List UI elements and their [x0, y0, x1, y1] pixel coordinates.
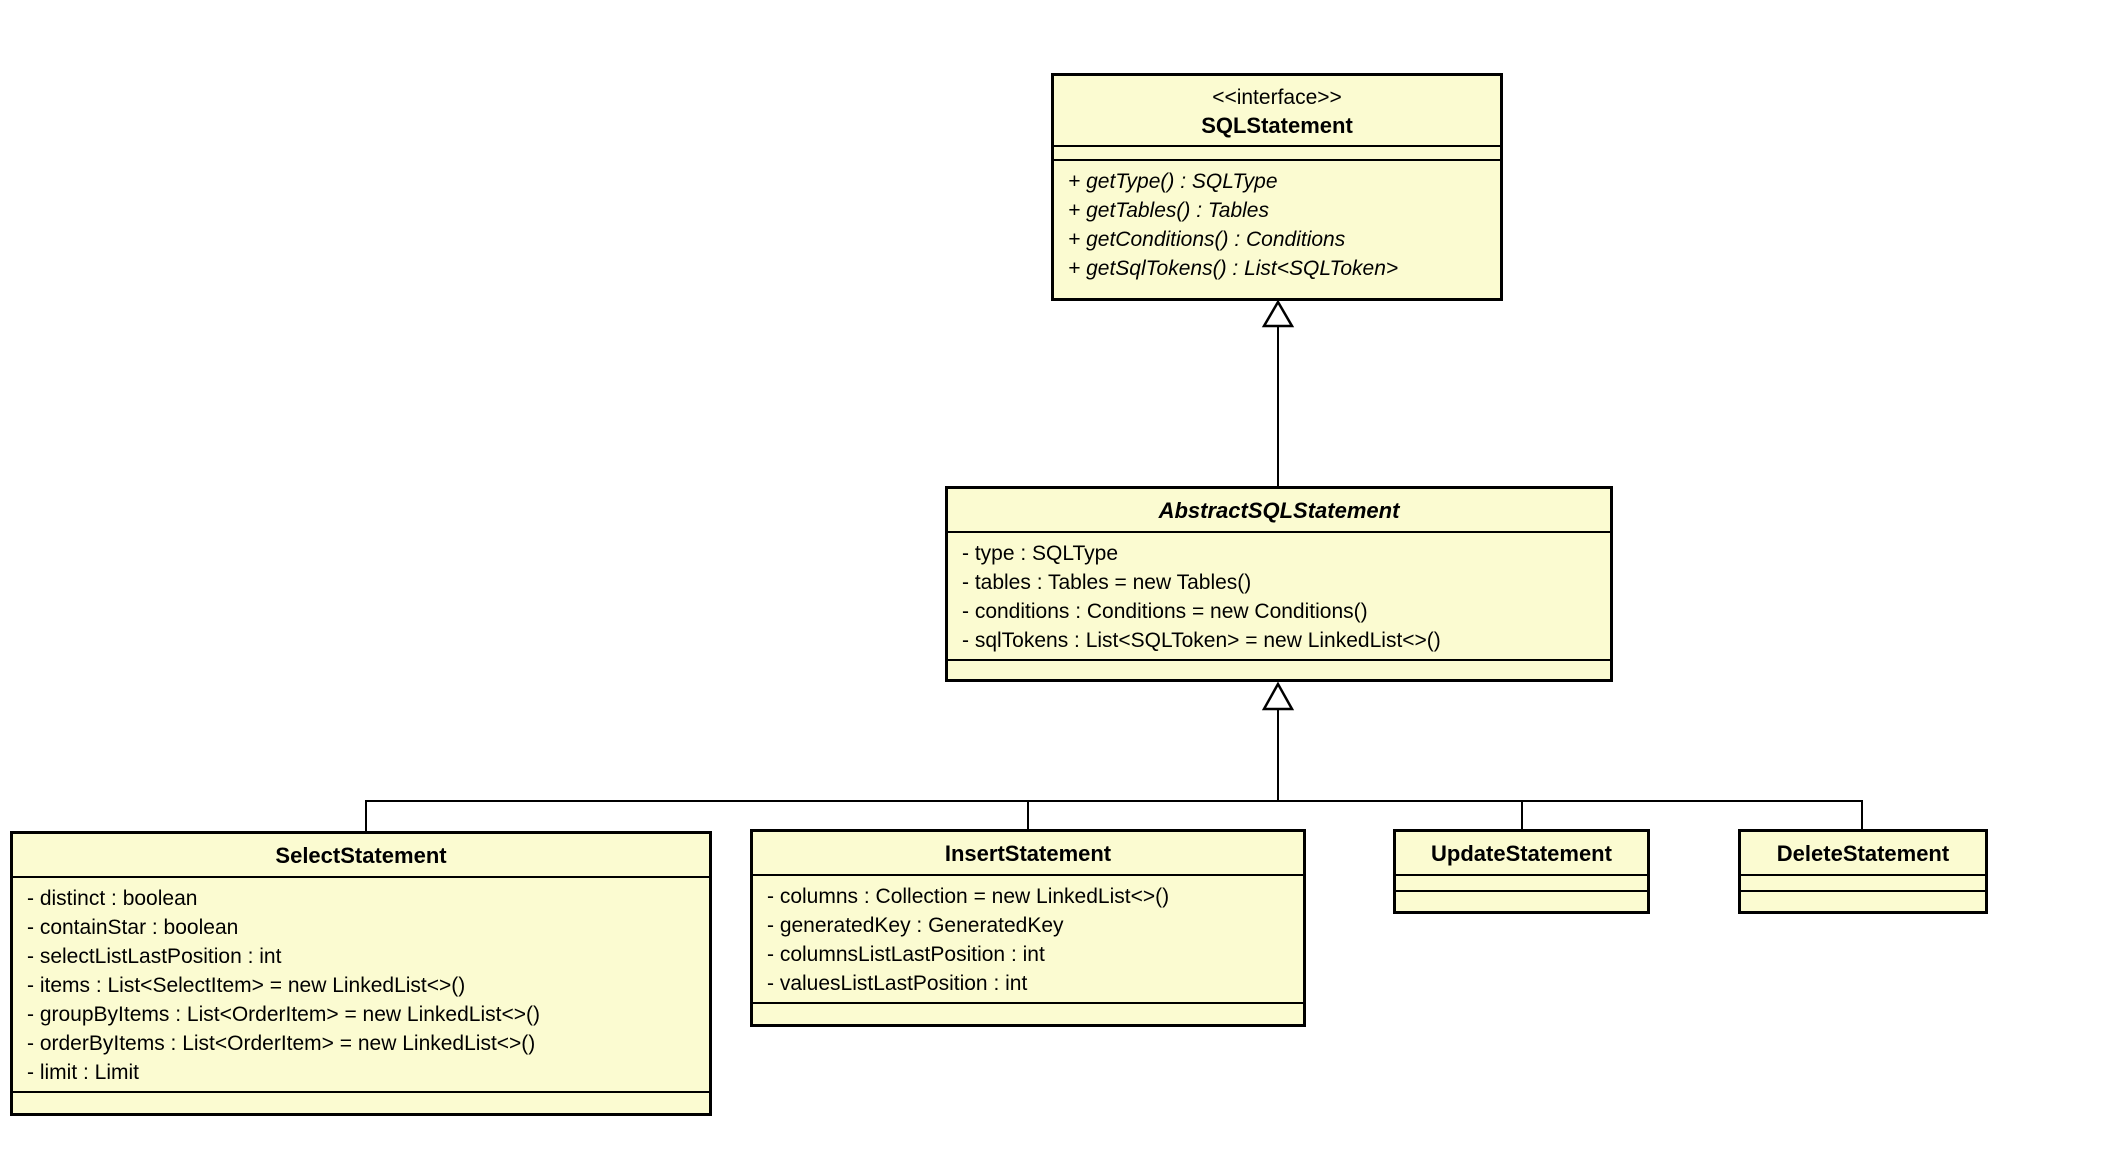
fields-compartment: - type : SQLType - tables : Tables = new… — [948, 531, 1610, 659]
class-header-sqlstatement: <<interface>> SQLStatement — [1054, 76, 1500, 145]
generalization-arrowhead-abstract — [1261, 681, 1295, 711]
class-name: DeleteStatement — [1776, 841, 1950, 866]
fields-compartment: - columns : Collection = new LinkedList<… — [753, 874, 1303, 1002]
class-name: AbstractSQLStatement — [1158, 498, 1400, 523]
class-field: - columns : Collection = new LinkedList<… — [767, 885, 1170, 908]
class-name: InsertStatement — [944, 841, 1112, 866]
methods-compartment-empty — [1741, 890, 1985, 911]
class-name: UpdateStatement — [1431, 841, 1612, 866]
stereotype-label: <<interface>> — [1212, 86, 1342, 109]
class-field: - groupByItems : List<OrderItem> = new L… — [27, 1003, 540, 1026]
fields-compartment: - distinct : boolean - containStar : boo… — [13, 876, 709, 1091]
class-method: + getConditions() : Conditions — [1068, 228, 1346, 251]
class-field: - selectListLastPosition : int — [27, 945, 282, 968]
class-box-insertstatement: InsertStatement - columns : Collection =… — [750, 829, 1306, 1027]
class-box-selectstatement: SelectStatement - distinct : boolean - c… — [10, 831, 712, 1116]
fields-compartment-empty — [1396, 874, 1647, 890]
fields-compartment-empty — [1741, 874, 1985, 890]
class-field: - items : List<SelectItem> = new LinkedL… — [27, 974, 466, 997]
class-field: - limit : Limit — [27, 1061, 139, 1084]
class-method: + getType() : SQLType — [1068, 170, 1278, 193]
class-name: SQLStatement — [1201, 113, 1353, 138]
class-box-deletestatement: DeleteStatement — [1738, 829, 1988, 914]
class-field: - sqlTokens : List<SQLToken> = new Linke… — [962, 629, 1441, 652]
class-box-abstractsqlstatement: AbstractSQLStatement - type : SQLType - … — [945, 486, 1613, 682]
class-field: - distinct : boolean — [27, 887, 198, 910]
methods-compartment-empty — [1396, 890, 1647, 911]
generalization-bus-line — [365, 800, 1863, 832]
class-field: - tables : Tables = new Tables() — [962, 571, 1252, 594]
methods-compartment: + getType() : SQLType + getTables() : Ta… — [1054, 159, 1500, 298]
class-method: + getSqlTokens() : List<SQLToken> — [1068, 257, 1399, 280]
class-field: - orderByItems : List<OrderItem> = new L… — [27, 1032, 536, 1055]
class-field: - conditions : Conditions = new Conditio… — [962, 600, 1368, 623]
methods-compartment-empty — [948, 659, 1610, 679]
class-name: SelectStatement — [275, 843, 447, 868]
methods-compartment-empty — [753, 1002, 1303, 1024]
class-box-updatestatement: UpdateStatement — [1393, 829, 1650, 914]
class-field: - type : SQLType — [962, 542, 1119, 565]
class-field: - containStar : boolean — [27, 916, 239, 939]
fields-compartment-empty — [1054, 145, 1500, 159]
generalization-arrowhead-interface — [1261, 299, 1295, 328]
class-field: - valuesListLastPosition : int — [767, 972, 1028, 995]
class-method: + getTables() : Tables — [1068, 199, 1269, 222]
methods-compartment-empty — [13, 1091, 709, 1113]
class-field: - columnsListLastPosition : int — [767, 943, 1045, 966]
class-field: - generatedKey : GeneratedKey — [767, 914, 1064, 937]
class-box-sqlstatement: <<interface>> SQLStatement + getType() :… — [1051, 73, 1503, 301]
